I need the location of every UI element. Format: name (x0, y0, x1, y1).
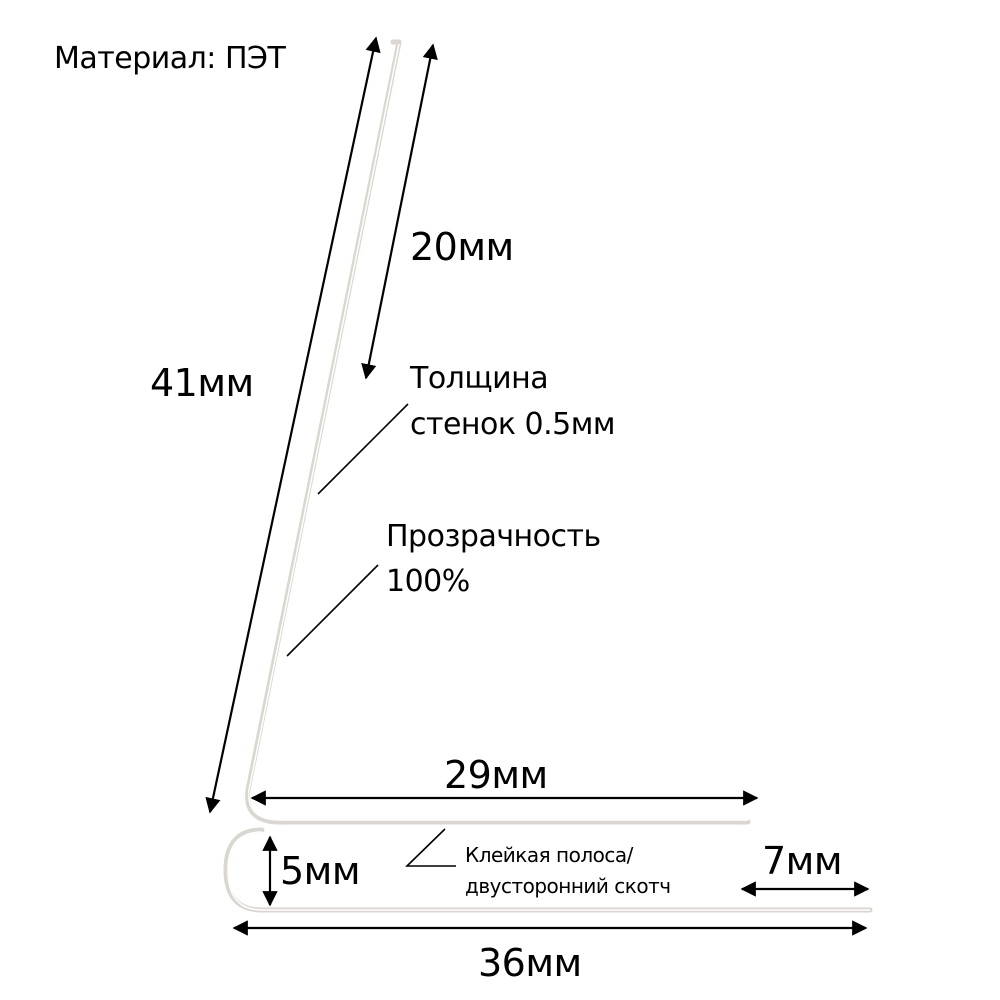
pet-profile (223, 39, 873, 913)
leader-thickness (317, 403, 409, 495)
dimension-label-29mm: 29мм (444, 753, 548, 797)
arrow-20mm (361, 43, 438, 380)
wall-thickness-label-line1: Толщина (410, 361, 549, 396)
dimension-label-41mm: 41мм (150, 361, 254, 405)
dimension-label-20mm: 20мм (410, 225, 514, 269)
leader-adhesive (405, 828, 456, 867)
arrow-41mm (205, 36, 381, 814)
dimension-label-36mm: 36мм (478, 941, 582, 985)
wall-thickness-label-line2: стенок 0.5мм (410, 407, 616, 442)
transparency-label-line2: 100% (386, 564, 470, 599)
dimension-label-7mm: 7мм (762, 839, 843, 883)
adhesive-label-line2: двусторонний скотч (465, 874, 671, 898)
leader-lines (286, 403, 456, 867)
dimension-arrows (205, 36, 870, 936)
transparency-label-line1: Прозрачность (386, 519, 601, 554)
adhesive-label-line1: Клейкая полоса/ (465, 843, 633, 867)
dimension-label-5mm: 5мм (280, 849, 361, 893)
material-title: Материал: ПЭТ (54, 41, 286, 76)
leader-transparency (286, 564, 379, 657)
